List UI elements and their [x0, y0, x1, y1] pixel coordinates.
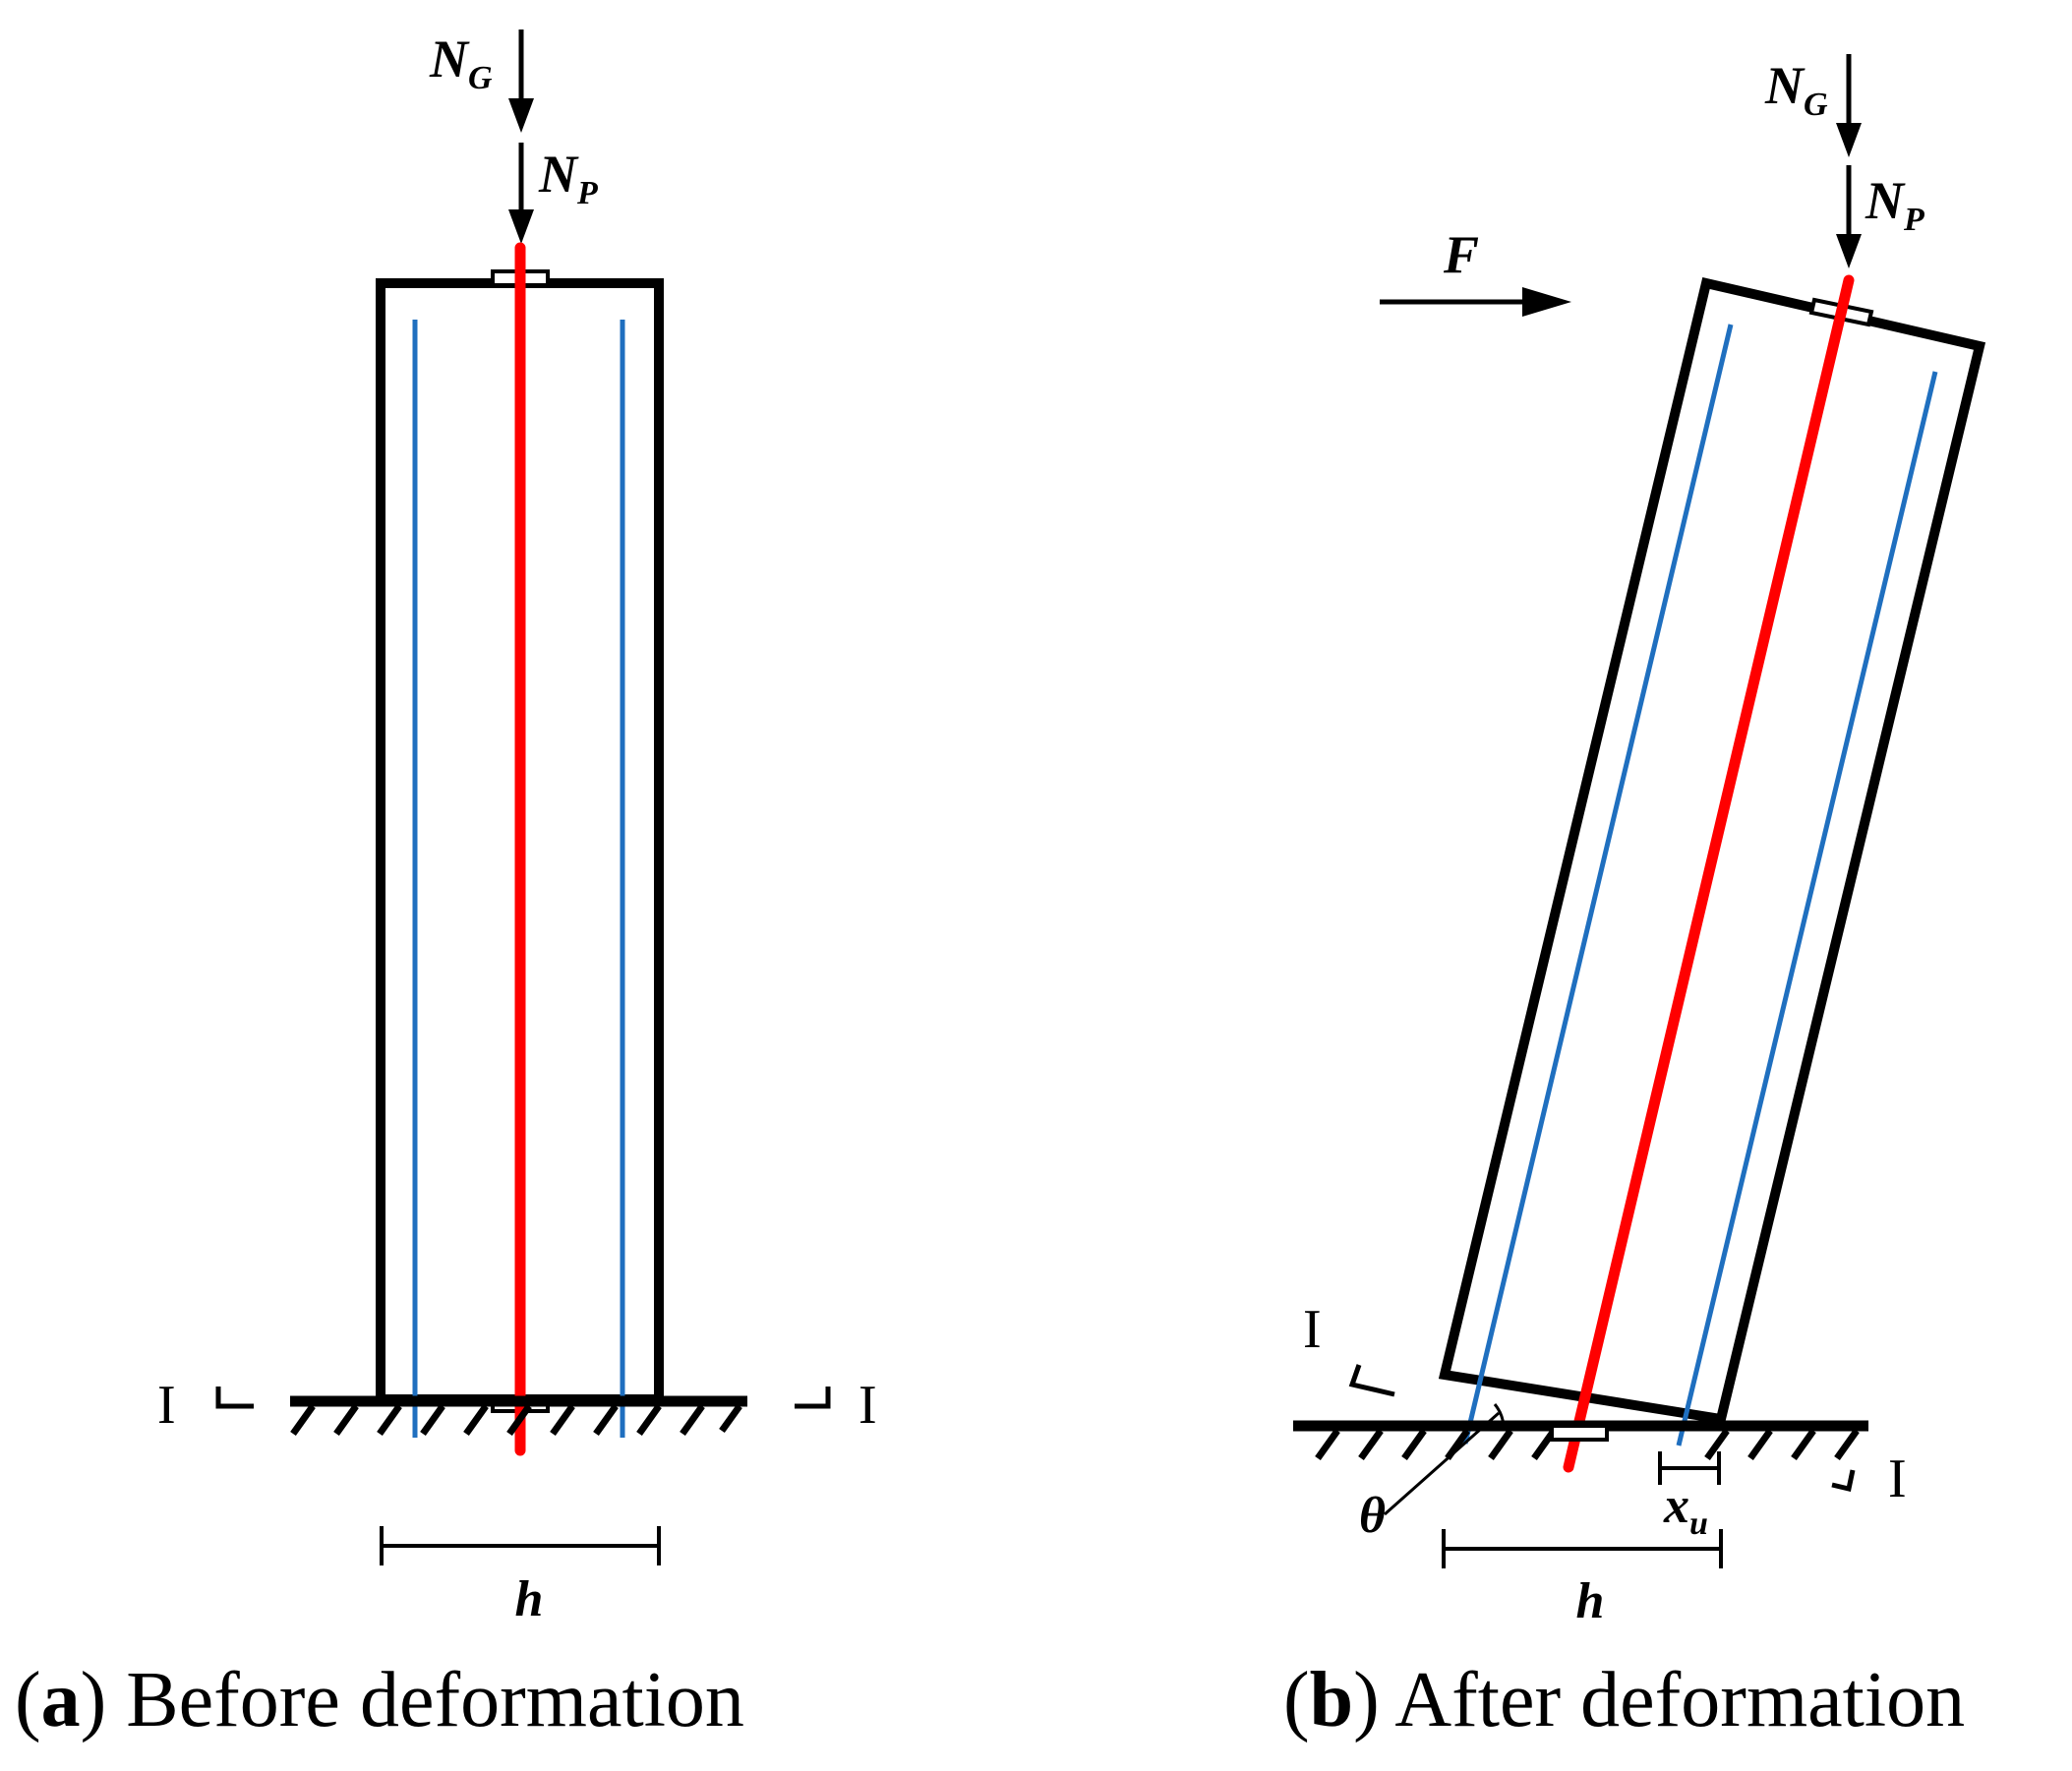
- dimension-h-a: [380, 1526, 661, 1565]
- xu-label-b: xu: [1663, 1478, 1708, 1542]
- dimension-h-b: [1442, 1529, 1723, 1568]
- theta-leader-b: [1384, 1411, 1500, 1516]
- np-label-a: NP: [538, 145, 598, 211]
- prestress-tendon-b: [1563, 274, 1855, 1473]
- caption-b: (b) After deformation: [1283, 1657, 1965, 1743]
- ng-load-arrow-b: [1836, 54, 1862, 157]
- force-arrow-b: [1380, 287, 1571, 317]
- section-mark-right-a: [795, 1387, 831, 1409]
- bottom-anchor-plate-b: [1550, 1424, 1609, 1442]
- ng-label-a: NG: [429, 30, 493, 96]
- np-load-arrow-b: [1836, 165, 1862, 268]
- dimension-label-a: h: [515, 1571, 544, 1627]
- panel-b: NG NP F: [1283, 54, 1986, 1743]
- panel-a: NG NP: [15, 30, 877, 1743]
- theta-arc-b: [1493, 1403, 1506, 1427]
- section-label-right-a: I: [858, 1375, 877, 1436]
- dimension-xu-b: [1658, 1451, 1721, 1485]
- dimension-label-b: h: [1576, 1573, 1605, 1629]
- section-mark-left-a: [215, 1387, 254, 1409]
- theta-label-b: θ: [1359, 1488, 1386, 1544]
- section-label-left-b: I: [1303, 1299, 1322, 1360]
- rebar-right-b: [1676, 371, 1938, 1446]
- force-label-b: F: [1443, 225, 1479, 284]
- ground-a: [290, 1395, 747, 1437]
- section-label-left-a: I: [157, 1375, 176, 1436]
- rebar-left-b: [1462, 324, 1734, 1445]
- np-load-arrow-a: [508, 143, 534, 244]
- ng-label-b: NG: [1764, 56, 1828, 123]
- column-outline-b: [1438, 277, 1986, 1425]
- ng-load-arrow-a: [508, 30, 534, 133]
- section-mark-left-b: [1348, 1364, 1395, 1397]
- caption-a: (a) Before deformation: [15, 1657, 744, 1743]
- np-label-b: NP: [1865, 171, 1924, 238]
- section-mark-right-b: [1831, 1469, 1856, 1493]
- section-label-right-b: I: [1888, 1448, 1907, 1509]
